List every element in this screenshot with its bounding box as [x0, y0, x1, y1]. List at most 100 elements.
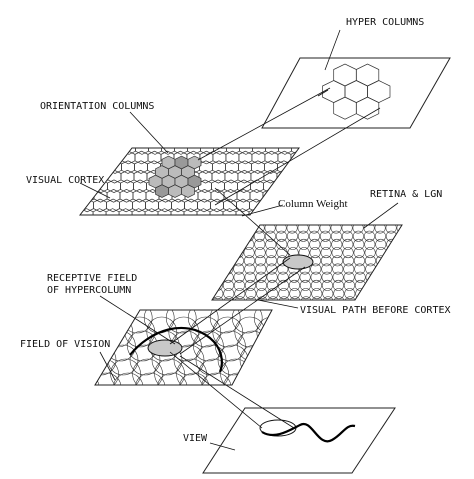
retina-cell: [375, 238, 387, 250]
cortex-cell: [197, 198, 211, 213]
cortex-cell: [109, 148, 123, 155]
cortex-cell: [329, 170, 342, 183]
retina-cell: [275, 230, 287, 242]
receptive-field-circle: [190, 316, 222, 348]
retina-cell: [265, 238, 277, 250]
retina-cell: [233, 279, 245, 291]
shaded-cortex-cell: [168, 184, 182, 198]
orientation-tick: [317, 89, 329, 97]
retina-cell: [267, 296, 279, 300]
label-receptive-field-line2: OF HYPERCOLUMN: [47, 285, 131, 296]
retina-cell: [267, 288, 279, 300]
shaded-cortex-cell: [174, 155, 189, 170]
cortex-cell: [291, 148, 299, 155]
retina-cell: [321, 271, 333, 283]
cortex-cell: [158, 198, 172, 213]
receptive-field-circle: [154, 358, 185, 385]
cortex-cell: [93, 198, 107, 213]
retina-cell: [255, 271, 267, 283]
cortex-cell: [80, 189, 95, 203]
retina-cell: [299, 279, 311, 291]
retina-cell: [308, 225, 320, 234]
shaded-cortex-cell: [155, 184, 169, 198]
cortex-cell: [236, 198, 250, 213]
retina-cell: [374, 225, 386, 234]
retina-cell: [321, 263, 333, 275]
retina-cell: [374, 230, 386, 242]
receptive-field-circle: [99, 310, 131, 334]
retina-cell: [343, 263, 355, 275]
retina-cell: [364, 247, 376, 259]
receptive-field-circle: [261, 344, 272, 376]
retina-cell: [330, 230, 342, 242]
retina-cell: [299, 271, 311, 283]
retina-cell: [232, 238, 244, 250]
cortex-cell: [330, 142, 343, 155]
cortex-cell: [133, 169, 148, 184]
cortex-cell: [289, 169, 299, 184]
retina-cell: [254, 238, 266, 250]
retina-cell: [386, 247, 398, 259]
receptive-field-circle: [95, 358, 97, 385]
retina-cell: [310, 279, 322, 291]
retina-cell: [243, 247, 255, 259]
retina-cell: [245, 296, 257, 300]
cortex-cell: [144, 208, 159, 215]
retina-cell: [278, 296, 290, 300]
retina-cell: [255, 263, 267, 275]
cortex-cell: [108, 150, 123, 165]
retina-cell: [233, 271, 245, 283]
retina-cell: [266, 279, 278, 291]
retina-cell: [397, 238, 402, 250]
receptive-field-circle: [178, 372, 210, 385]
retina-cell: [354, 263, 366, 275]
receptive-field-circle: [209, 310, 241, 334]
retina-cell: [363, 230, 375, 242]
cortex-cell: [289, 179, 299, 193]
retina-cell: [396, 225, 402, 234]
cortex-cell: [317, 151, 330, 164]
retina-cell: [308, 230, 320, 242]
cortex-cell: [276, 169, 291, 184]
retina-cell: [342, 238, 354, 250]
retina-cell: [376, 263, 388, 275]
retina-cell: [353, 255, 365, 267]
retina-cell: [244, 263, 256, 275]
cortex-cell: [80, 208, 94, 215]
cortex-cell: [119, 198, 133, 213]
hypercolumn-highlight: [148, 155, 202, 198]
cortex-cell: [264, 160, 278, 174]
cortex-cell: [330, 151, 343, 164]
cortex-cell: [276, 179, 290, 193]
retina-cell: [309, 238, 321, 250]
retina-cell: [322, 288, 334, 300]
cortex-cell: [145, 198, 159, 213]
retina-cell: [277, 263, 289, 275]
retina-cell: [385, 225, 397, 234]
label-retina-lgn: RETINA & LGN: [370, 189, 442, 200]
receptive-field-circle: [222, 372, 254, 385]
retina-cell: [288, 271, 300, 283]
cortex-cell: [118, 208, 133, 215]
retina-cell: [266, 271, 278, 283]
retina-cell: [300, 296, 312, 300]
retina-cell: [322, 296, 334, 300]
cortex-cell: [290, 160, 299, 174]
cortex-cell: [131, 208, 146, 215]
cortex-cell: [225, 160, 239, 174]
retina-cell: [289, 288, 301, 300]
retina-cell: [265, 247, 277, 259]
receptive-field-circle: [193, 330, 224, 362]
cortex-cell: [212, 160, 226, 174]
retina-cell: [311, 288, 323, 300]
cortex-cell: [264, 150, 279, 165]
cortex-cell: [211, 169, 226, 184]
retina-cell: [242, 230, 254, 242]
retina-cell: [255, 279, 267, 291]
label-column-weight: Column Weight: [278, 198, 348, 210]
retina-cell: [366, 288, 378, 300]
retina-cell: [286, 225, 298, 234]
cortex-cell: [235, 208, 250, 215]
cortex-cell: [95, 160, 109, 174]
